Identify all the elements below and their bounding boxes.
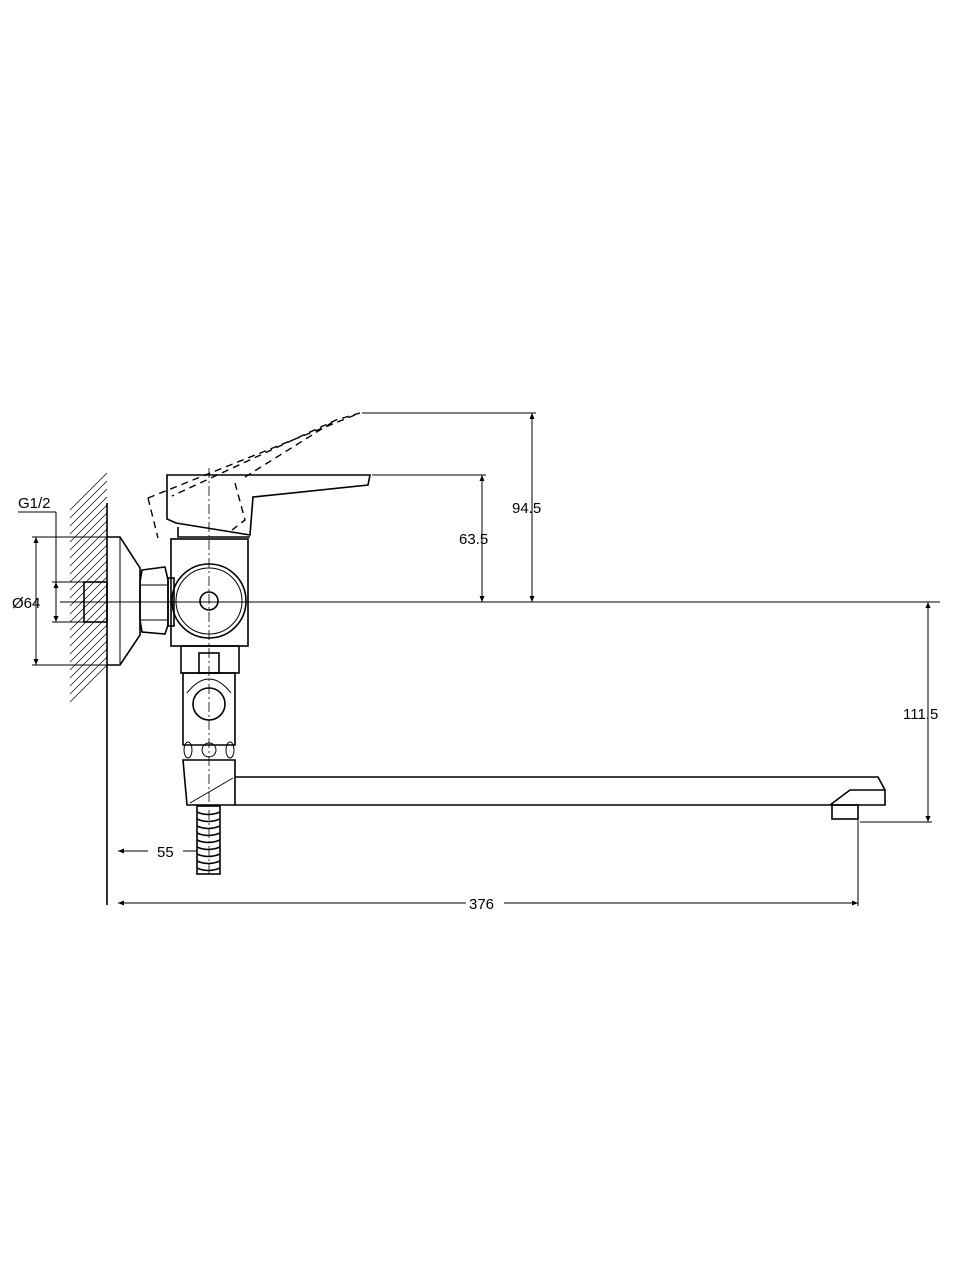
- arrowhead: [118, 848, 124, 854]
- hose-offset-label: 55: [157, 844, 174, 861]
- arrowhead: [53, 616, 59, 622]
- arrowhead: [479, 475, 485, 481]
- centerlines: [60, 468, 940, 875]
- shower-hose: [196, 805, 221, 875]
- arrowhead: [852, 900, 858, 906]
- lever-height-label: 63.5: [459, 531, 488, 548]
- dimension-arrows: [33, 413, 931, 906]
- lever-handle: [166, 474, 371, 538]
- arrowhead: [529, 413, 535, 419]
- dimension-lever-open: 94.5: [362, 412, 541, 602]
- lever-open-height-label: 94.5: [512, 500, 541, 517]
- arrowhead: [53, 582, 59, 588]
- hex-nut: [139, 566, 169, 635]
- arrowhead: [529, 596, 535, 602]
- dimension-spout-drop: 111.5: [860, 602, 938, 823]
- diverter-body: [180, 645, 240, 806]
- wall-flange: [83, 536, 141, 666]
- spout-drop-label: 111.5: [903, 706, 938, 723]
- spout-reach-label: 376: [469, 896, 494, 913]
- wall-hatching: [69, 472, 108, 905]
- dimension-flange-diameter: Ø64: [12, 536, 107, 666]
- lever-handle-open-position: [147, 412, 361, 539]
- spout: [235, 776, 886, 820]
- arrowhead: [925, 816, 931, 822]
- arrowhead: [925, 602, 931, 608]
- arrowhead: [33, 537, 39, 543]
- dimension-thread: G1/2: [18, 495, 84, 623]
- arrowhead: [118, 900, 124, 906]
- arrowhead: [33, 659, 39, 665]
- mixer-body: [167, 538, 249, 647]
- dimension-hose-offset: 55: [118, 844, 197, 861]
- dimension-lever: 63.5: [372, 474, 488, 602]
- dimension-spout-reach: 376: [118, 820, 859, 913]
- flange-diameter-label: Ø64: [12, 595, 40, 612]
- thread-label: G1/2: [18, 495, 51, 512]
- arrowhead: [479, 596, 485, 602]
